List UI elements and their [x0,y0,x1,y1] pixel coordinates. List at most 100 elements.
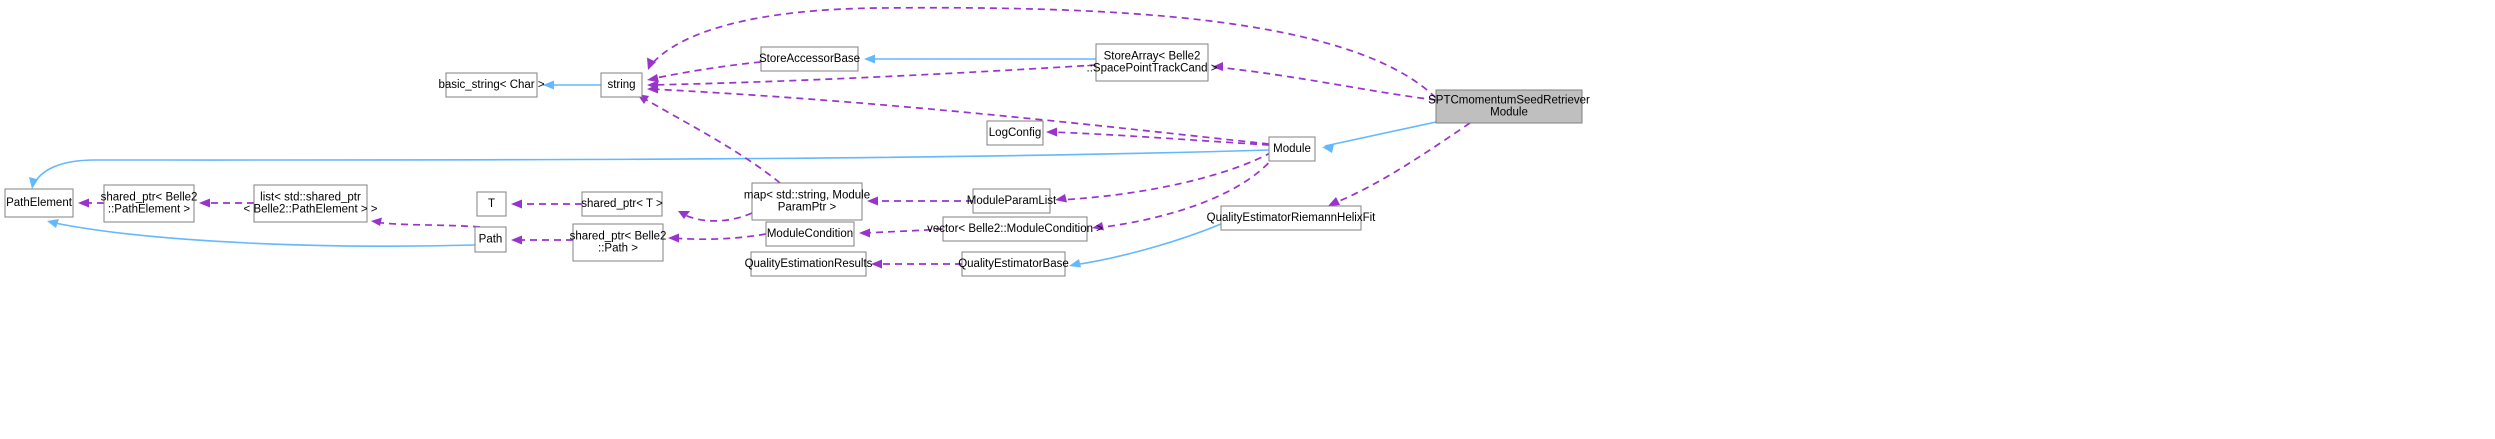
edge-layer [29,6,1471,269]
node-label: T [488,198,495,210]
node-label: Path [479,234,503,246]
edge-inheritance [49,221,476,247]
node-box[interactable] [986,120,1044,146]
arrowhead-inheritance [1069,259,1081,268]
node-label: SPTCmomentumSeedRetriever [1428,94,1590,106]
arrowhead-usage [1212,62,1223,71]
node-box[interactable] [1268,136,1316,162]
graph-node-storearray_sptc[interactable]: StoreArray< Belle2::SpacePointTrackCand … [1087,43,1218,82]
node-label: shared_ptr< Belle2 [570,230,667,242]
arrowhead-usage [867,196,878,206]
graph-node-pathelement[interactable]: PathElement [4,188,74,218]
node-box[interactable] [961,251,1066,277]
node-label: < Belle2::PathElement > > [244,204,378,216]
node-label: QualityEstimatorRiemannHelixFit [1207,212,1377,224]
node-label: StoreAccessorBase [759,53,860,65]
node-label: vector< Belle2::ModuleCondition > [927,223,1103,235]
node-label: QualityEstimatorBase [958,258,1069,270]
node-box[interactable] [760,46,859,72]
graph-node-qeriemannhelixfit[interactable]: QualityEstimatorRiemannHelixFit [1207,205,1377,231]
node-box[interactable] [474,226,507,253]
graph-node-sharedptr_t[interactable]: shared_ptr< T > [581,191,663,217]
graph-node-sharedptr_path[interactable]: shared_ptr< Belle2::Path > [570,223,667,262]
graph-node-string[interactable]: string [600,72,643,98]
graph-node-moduleparamlist[interactable]: ModuleParamList [967,188,1057,214]
node-box[interactable] [942,216,1088,242]
arrowhead-inheritance [29,177,38,189]
node-box[interactable] [1095,43,1209,82]
node-label: ModuleParamList [967,195,1057,207]
node-label: Module [1273,143,1311,155]
node-box[interactable] [253,184,368,223]
node-label: Module [1490,107,1528,119]
node-label: ::Path > [598,243,638,255]
node-box[interactable] [600,72,643,98]
node-box[interactable] [765,221,855,247]
graph-node-storeaccessorbase[interactable]: StoreAccessorBase [759,46,860,72]
edge-usage [680,212,753,222]
node-box[interactable] [972,188,1051,214]
graph-node-sharedptr_pathelem[interactable]: shared_ptr< Belle2::PathElement > [101,184,198,223]
node-box[interactable] [581,191,663,217]
graph-node-qestimatorbase[interactable]: QualityEstimatorBase [958,251,1069,277]
graph-node-logconfig[interactable]: LogConfig [986,120,1044,146]
node-box[interactable] [572,223,664,262]
arrowhead-usage [511,235,522,245]
node-label: shared_ptr< Belle2 [101,191,198,203]
node-label: ::PathElement > [108,204,190,216]
arrowhead-inheritance [864,54,875,64]
node-label: basic_string< Char > [438,79,544,91]
node-label: string [607,79,635,91]
node-box[interactable] [476,191,507,217]
edge-usage [671,233,767,241]
edge-usage [639,95,781,184]
node-box[interactable] [750,251,867,277]
arrowhead-usage [647,74,659,83]
graph-node-t[interactable]: T [476,191,507,217]
edge-usage [1049,131,1270,146]
arrowhead-usage [678,211,690,219]
graph-node-module[interactable]: Module [1268,136,1316,162]
arrowhead-usage [1092,222,1104,231]
edge-usage [374,221,481,228]
graph-node-qestimationresults[interactable]: QualityEstimationResults [745,251,873,277]
graph-node-basic_string[interactable]: basic_string< Char > [438,72,545,98]
arrowhead-usage [668,233,679,243]
edge-usage [1058,151,1273,201]
edge-usage [650,64,1097,86]
node-label: list< std::shared_ptr [260,191,361,203]
arrowhead-usage [647,84,658,94]
node-label: PathElement [6,197,73,209]
graph-node-path[interactable]: Path [474,226,507,253]
edge-usage [1331,122,1471,205]
arrowhead-inheritance [1322,144,1334,153]
graph-node-list_sharedptr[interactable]: list< std::shared_ptr< Belle2::PathEleme… [244,184,378,223]
arrowhead-usage [511,199,522,209]
arrowhead-usage [1046,127,1057,137]
edge-inheritance [32,149,1270,187]
arrowhead-usage [647,57,656,70]
node-label: ModuleCondition [767,228,853,240]
edge-inheritance [1324,121,1437,147]
node-box[interactable] [1435,89,1583,124]
node-label: QualityEstimationResults [745,258,873,270]
arrowhead-usage [199,198,210,208]
edge-usage [650,61,762,80]
graph-node-vector_modulecond[interactable]: vector< Belle2::ModuleCondition > [927,216,1103,242]
graph-node-modulecondition[interactable]: ModuleCondition [765,221,855,247]
node-box[interactable] [751,182,863,221]
node-box[interactable] [103,184,195,223]
node-label: LogConfig [989,127,1041,139]
node-box[interactable] [4,188,74,218]
arrowhead-inheritance [543,80,554,90]
node-label: ParamPtr > [778,202,837,214]
arrowhead-usage [871,259,882,269]
node-box[interactable] [445,72,538,98]
edge-usage [649,6,1437,99]
node-box[interactable] [1220,205,1362,231]
